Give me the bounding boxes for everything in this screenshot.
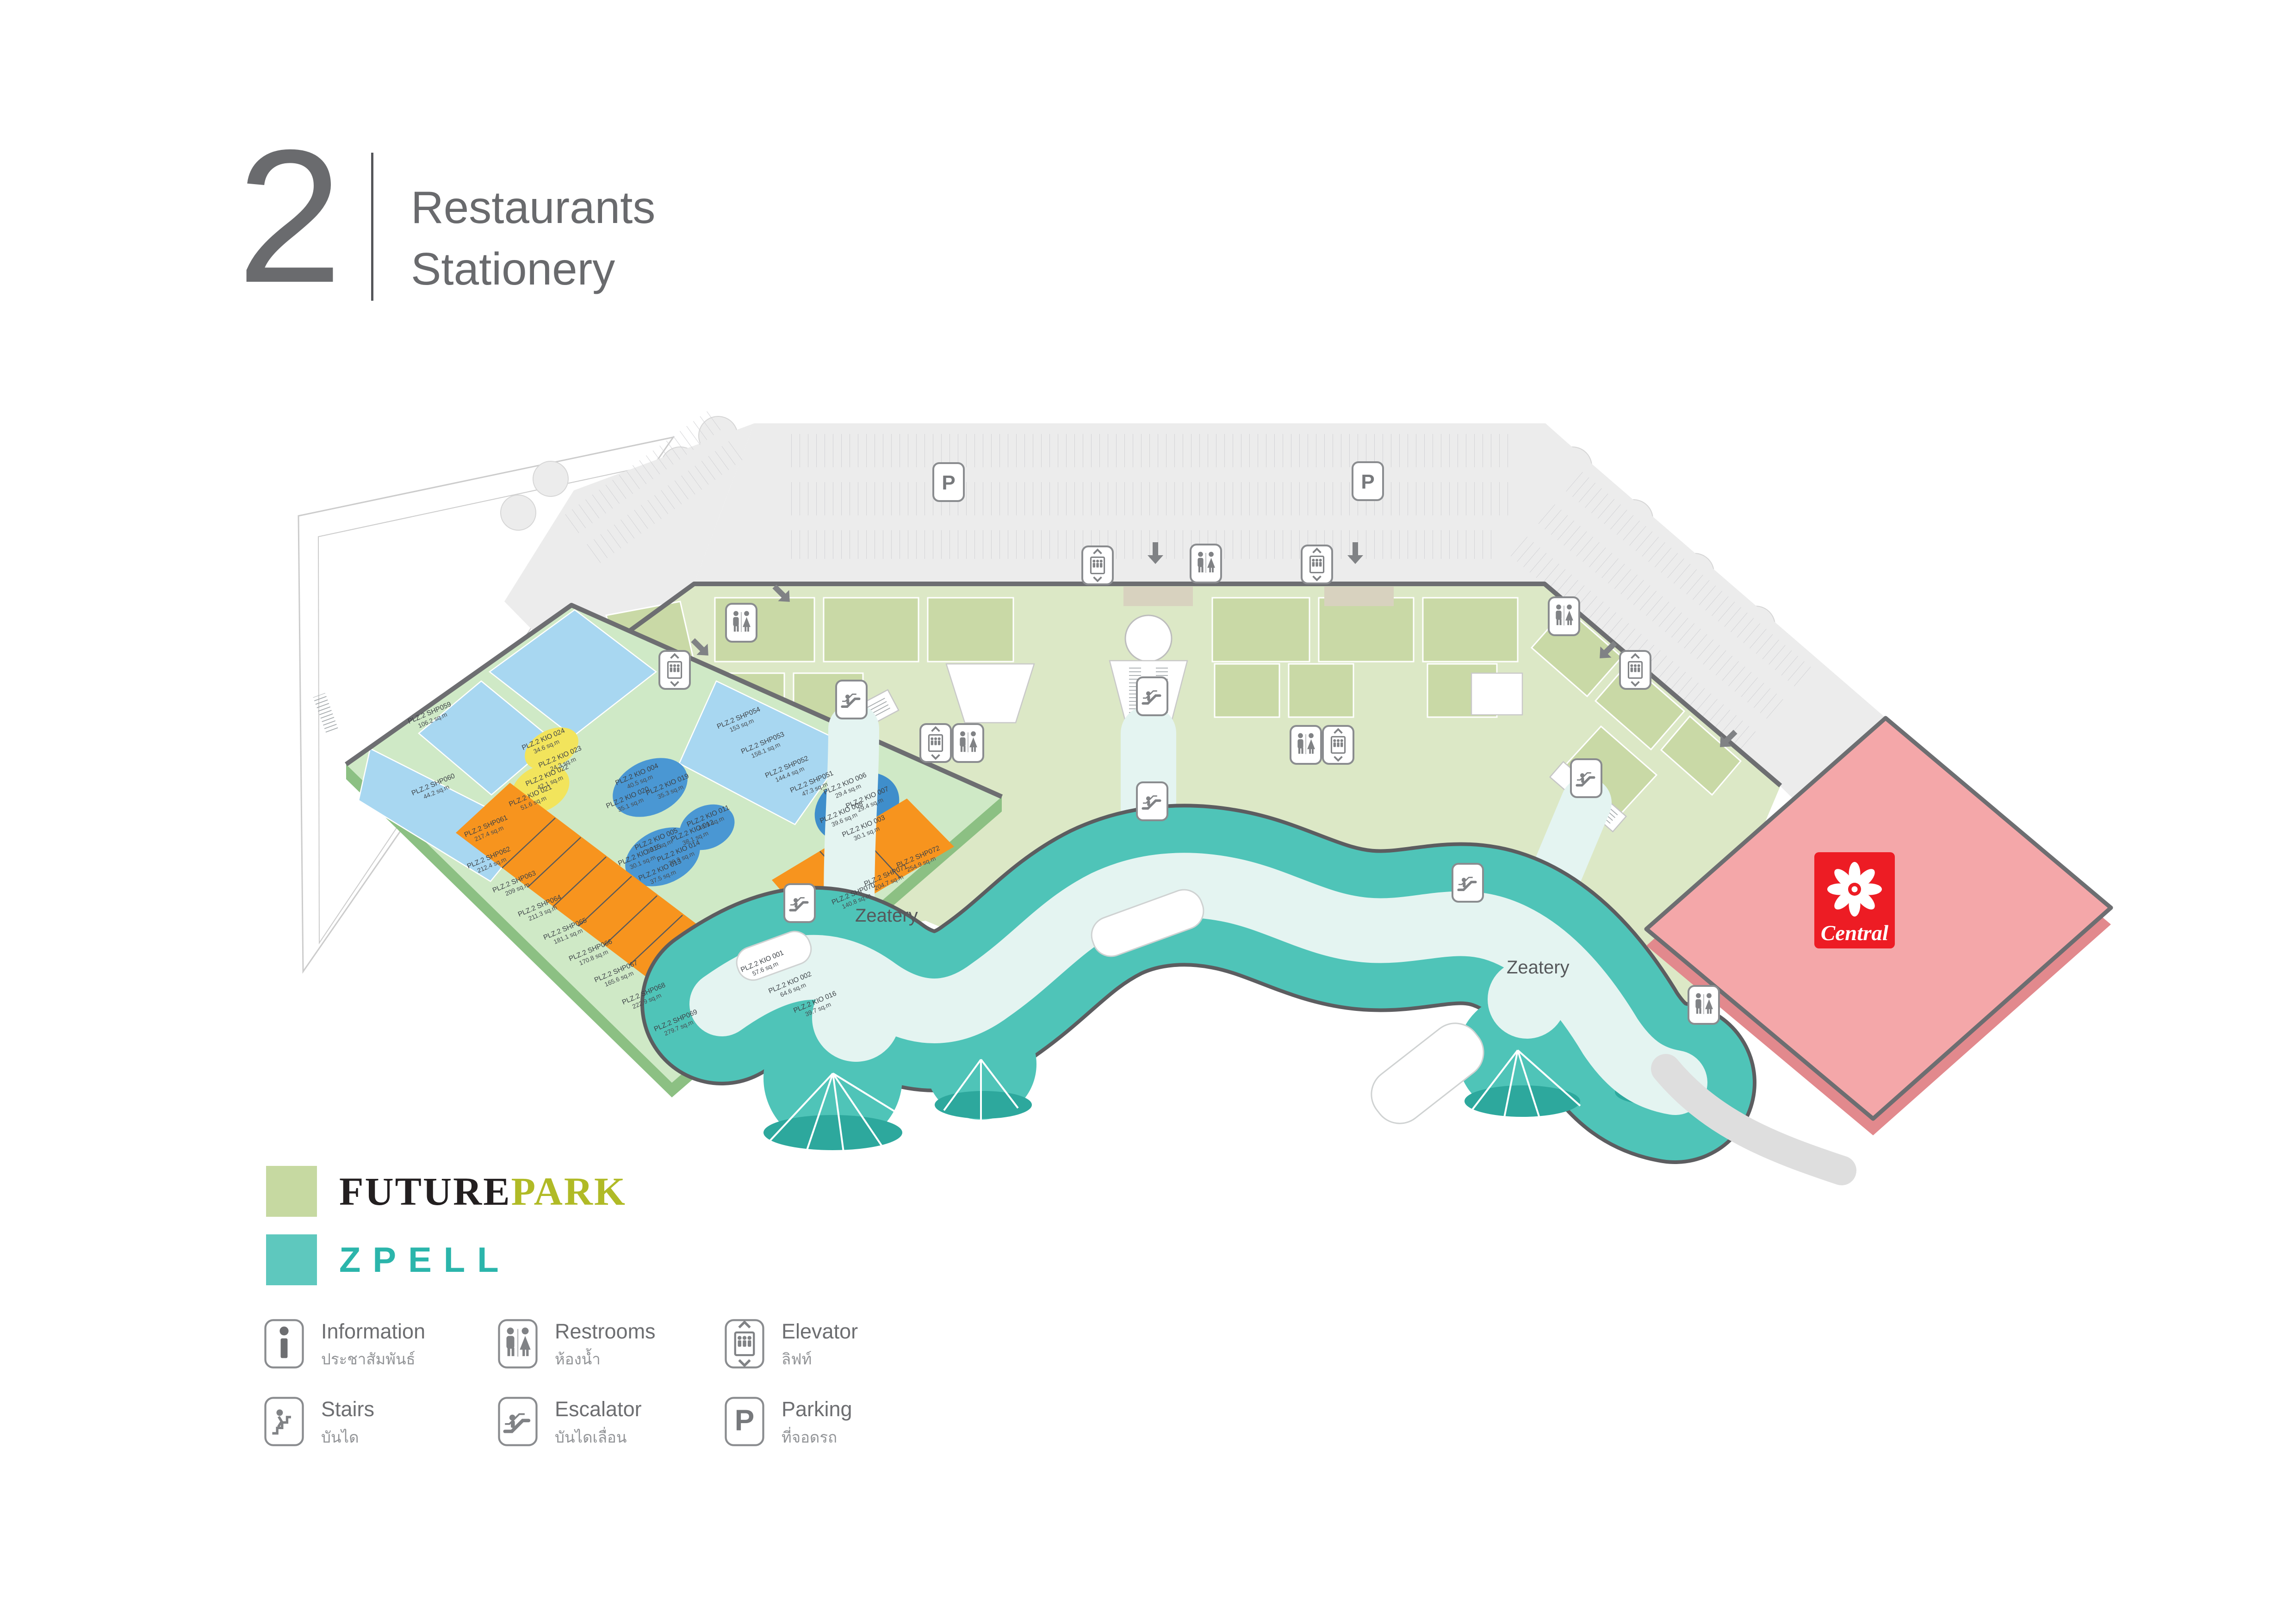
zone-legend-label: ZPELL <box>339 1240 511 1280</box>
legend-item-stairs: Stairs บันได <box>263 1395 496 1449</box>
legend-label-thai: ประชาสัมพันธ์ <box>321 1350 416 1368</box>
category-line-2: Stationery <box>411 243 615 295</box>
zpell-zone <box>640 804 1756 1164</box>
escalator-badge <box>1452 863 1484 903</box>
legend-label: Restrooms <box>555 1319 656 1343</box>
legend-label: Escalator <box>555 1397 642 1421</box>
parking-icon: P <box>735 1404 755 1437</box>
legend-label: Parking <box>782 1397 852 1421</box>
legend-item-elevator: Elevator ลิฟท์ <box>723 1318 964 1371</box>
escalator-badge <box>1136 676 1168 716</box>
restroom-badge <box>952 723 984 763</box>
legend-item-escalator: Escalator บันไดเลื่อน <box>496 1395 723 1449</box>
plaza-shops-blue <box>358 609 851 882</box>
elevator-badge <box>725 1319 764 1369</box>
parking-icon: P <box>942 471 955 494</box>
header-divider <box>371 153 373 301</box>
area-label: Zeatery <box>855 905 918 926</box>
entrance-arrow-icon <box>1600 641 1617 658</box>
plaza-kiosks-blue <box>613 758 900 886</box>
zone-legend-swatch <box>266 1166 317 1217</box>
zone-legend-item-zpell: ZPELL <box>266 1234 627 1285</box>
escalator-badge <box>1570 758 1602 798</box>
zone-legend-swatch <box>266 1234 317 1285</box>
elevator-badge <box>1301 545 1333 584</box>
entrance-lobby-strips <box>1123 587 1394 606</box>
zone-legend-label-part: PARK <box>511 1169 627 1214</box>
icon-legend: Information ประชาสัมพันธ์ Restrooms ห้องน้ำ… <box>263 1318 964 1450</box>
zpell-shop-dividers <box>766 1049 1581 1163</box>
legend-label-thai: ลิฟท์ <box>782 1350 812 1368</box>
escalator-badge <box>1136 781 1168 821</box>
elevator-badge <box>1081 545 1114 585</box>
legend-item-parking: P Parking ที่จอดรถ <box>723 1395 964 1449</box>
parking-badge: P <box>1352 461 1384 501</box>
parking-badge: P <box>725 1397 764 1447</box>
restroom-badge <box>1290 725 1322 765</box>
information-icon <box>279 1326 289 1358</box>
escalator-badge <box>783 883 816 923</box>
legend-label-thai: บันได <box>321 1428 359 1446</box>
restroom-badge <box>498 1319 538 1369</box>
entrance-arrow-icon <box>772 584 790 602</box>
legend-item-restroom: Restrooms ห้องน้ำ <box>496 1318 723 1371</box>
entrance-arrow-icon <box>1720 730 1738 747</box>
category-line-1: Restaurants <box>411 182 656 233</box>
entrance-arrow-icon <box>691 638 708 656</box>
information-badge <box>264 1319 304 1369</box>
floor-categories: Restaurants Stationery <box>411 177 655 300</box>
legend-label-thai: บันไดเลื่อน <box>555 1428 627 1446</box>
zone-legend-label-part: FUTURE <box>339 1169 511 1214</box>
escalator-badge <box>498 1397 538 1447</box>
open-units <box>945 663 1523 724</box>
area-label: Zeatery <box>1507 957 1570 978</box>
central-logo-text: Central <box>1821 921 1888 945</box>
central-walkway <box>1651 1054 1856 1185</box>
legend-label: Stairs <box>321 1397 375 1421</box>
legend-label: Information <box>321 1319 426 1343</box>
entrance-arrows <box>691 542 1738 747</box>
parking-stalls <box>560 409 1815 755</box>
zone-legend-item-futurepark: FUTUREPARK <box>266 1166 627 1217</box>
elevator-badge <box>658 650 691 690</box>
legend-label: Elevator <box>782 1319 858 1343</box>
restroom-badge <box>1688 985 1720 1025</box>
zone-legend-label-part: ZPELL <box>339 1240 511 1280</box>
restroom-badge <box>1548 596 1580 636</box>
entrance-arrow-icon <box>1347 542 1363 564</box>
entrance-arrow-icon <box>1148 542 1163 564</box>
elevator-badge <box>919 723 952 763</box>
parking-badge: P <box>932 462 965 502</box>
restroom-badge <box>1190 544 1222 583</box>
central-store: Central <box>1644 716 2113 1135</box>
restroom-badge <box>725 603 757 643</box>
parking-icon: P <box>1361 471 1374 493</box>
zone-legend-label: FUTUREPARK <box>339 1168 627 1214</box>
elevator-badge <box>1619 650 1651 690</box>
zpell-open-courts <box>736 889 1484 1124</box>
central-logo: Central <box>1814 852 1895 948</box>
floor-number: 2 <box>237 110 343 322</box>
stairs-badge <box>264 1397 304 1447</box>
legend-item-information: Information ประชาสัมพันธ์ <box>263 1318 496 1371</box>
legend-label-thai: ที่จอดรถ <box>782 1428 838 1446</box>
elevator-badge <box>1322 725 1354 765</box>
legend-label-thai: ห้องน้ำ <box>555 1350 601 1368</box>
escalator-badge <box>835 680 868 719</box>
